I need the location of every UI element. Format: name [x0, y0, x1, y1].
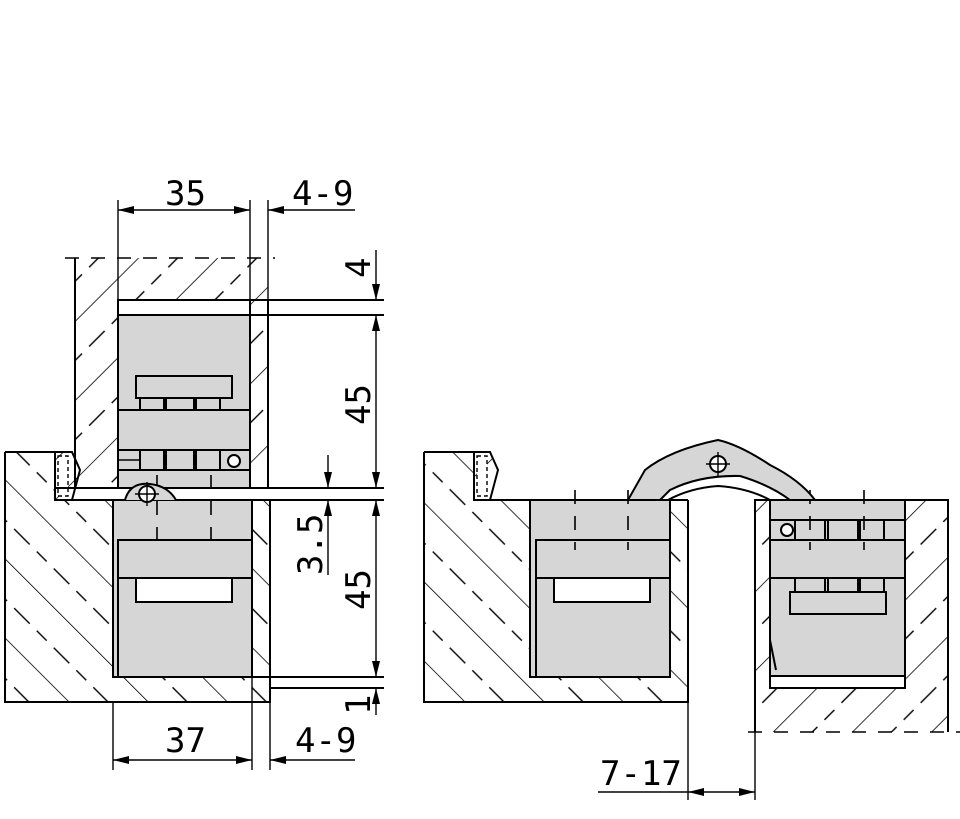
open-leaf-hinge-body: [769, 490, 906, 677]
left-seal: [54, 451, 82, 501]
pivot-symbol: [124, 482, 177, 506]
hinge-arm: [626, 438, 818, 501]
left-view-closed: 35 4-9 37 4-9: [4, 174, 384, 770]
top-dimensions: 35 4-9: [117, 174, 355, 300]
dim-37: 37: [165, 721, 206, 761]
open-seal: [473, 451, 500, 501]
upper-hinge-body: [117, 314, 251, 489]
lower-hinge-body: [112, 475, 253, 678]
gap-dimension: 7-17: [598, 702, 756, 800]
bottom-dimensions: 37 4-9: [112, 677, 356, 770]
vertical-dimensions: 4 45 3.5 45 1: [291, 250, 380, 715]
dim-7-17: 7-17: [600, 754, 682, 794]
dim-35: 35: [165, 174, 206, 214]
dim-3-5: 3.5: [291, 514, 331, 575]
right-view-open: 7-17: [423, 438, 960, 800]
dim-upper-45: 45: [339, 384, 379, 425]
dim-4: 4: [339, 258, 379, 278]
dim-lower-45: 45: [339, 569, 379, 610]
dim-top-4-9: 4-9: [292, 174, 353, 214]
dim-1: 1: [339, 695, 379, 715]
dim-bottom-4-9: 4-9: [295, 721, 356, 761]
open-frame-hinge-body: [529, 490, 671, 678]
